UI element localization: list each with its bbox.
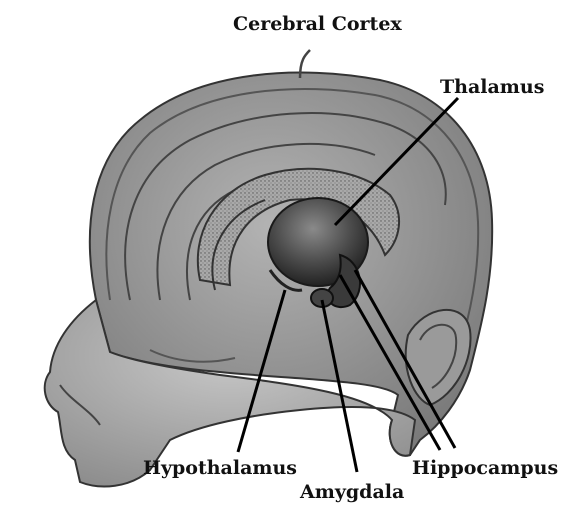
label-hypothalamus: Hypothalamus [143, 457, 297, 479]
label-cerebral-cortex: Cerebral Cortex [233, 13, 402, 35]
label-thalamus: Thalamus [440, 76, 544, 98]
label-amygdala: Amygdala [299, 481, 404, 503]
label-hippocampus: Hippocampus [412, 457, 558, 479]
